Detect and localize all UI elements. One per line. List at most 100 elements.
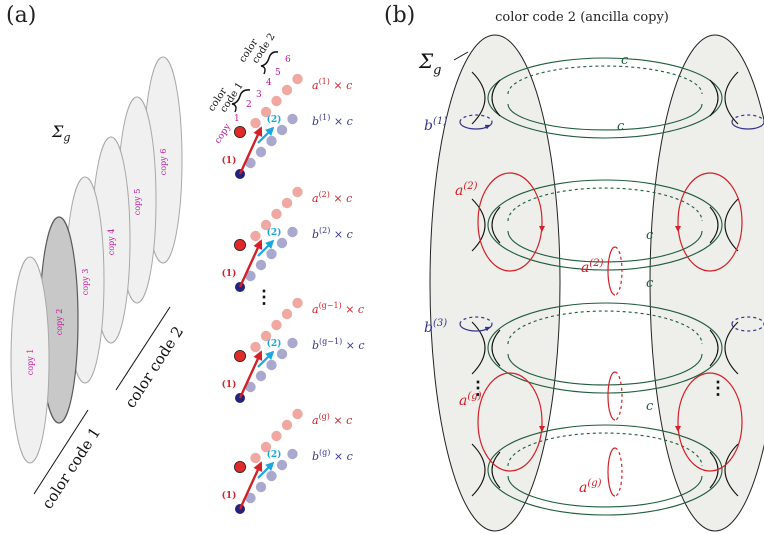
mid-meridian-back bbox=[614, 371, 623, 421]
panel-b-title: color code 2 (ancilla copy) bbox=[495, 10, 669, 25]
lattice-site-lavender bbox=[287, 226, 298, 238]
copy-6-label: copy 6 bbox=[159, 149, 168, 176]
tube-4-front bbox=[507, 475, 703, 508]
c-label-3: c bbox=[646, 228, 654, 243]
lattice-site-pink bbox=[260, 219, 272, 231]
lattice-site-lavender bbox=[255, 146, 267, 158]
lattice-site-lavender bbox=[266, 135, 277, 147]
a2-meridian-label: a(2) bbox=[581, 258, 604, 276]
tube-4-top bbox=[487, 424, 723, 471]
color-code-1-label: color code 1 bbox=[38, 424, 104, 512]
left-dots: ⋮ bbox=[469, 378, 487, 399]
color-code-2-bracket bbox=[115, 306, 171, 391]
lattice-site-lavender bbox=[287, 113, 298, 125]
handle-tubes bbox=[471, 57, 739, 516]
b1-right-back bbox=[731, 114, 764, 123]
lattice-rows: (1)(2)a(1) × cb(1) × c(1)(2)a(2) × cb(2)… bbox=[222, 73, 365, 514]
lattice-site-lavender bbox=[245, 157, 256, 169]
a2-meridian-back bbox=[614, 246, 623, 296]
lattice-row-1: (1)(2)a(1) × cb(1) × c bbox=[222, 73, 353, 179]
a2-loop-right bbox=[677, 172, 743, 272]
left-surface bbox=[429, 34, 561, 532]
tube-4-back bbox=[507, 432, 703, 467]
lattice-dots: ⋮ bbox=[255, 287, 273, 308]
copy-3-label: copy 3 bbox=[81, 269, 90, 296]
b1-loop-arrow bbox=[483, 124, 491, 130]
arrow-2 bbox=[257, 350, 275, 368]
b3-loop-arrow bbox=[483, 326, 491, 332]
lattice-site-lavender bbox=[287, 337, 298, 349]
c-label-2: c bbox=[617, 119, 625, 134]
tube-2-bottom bbox=[487, 224, 723, 271]
ag-meridian-back bbox=[614, 447, 623, 497]
hole-left-4-a bbox=[471, 443, 486, 497]
a2-loop-left bbox=[477, 172, 543, 272]
lattice-site-pink bbox=[271, 208, 282, 220]
arrow-1 bbox=[238, 126, 263, 175]
copy-4-label: copy 4 bbox=[107, 229, 116, 256]
arrow-1 bbox=[238, 239, 263, 288]
arrow-2 bbox=[257, 126, 275, 144]
lattice-site-pink bbox=[281, 308, 293, 320]
tube-1-top bbox=[487, 57, 723, 99]
red-site bbox=[233, 349, 246, 362]
lattice-site-lavender bbox=[245, 492, 256, 504]
legend-brace-1 bbox=[231, 89, 251, 113]
tube-2-front bbox=[507, 230, 703, 263]
a2-surface-label: a(2) bbox=[455, 181, 478, 199]
hole-right-3-b bbox=[709, 329, 719, 367]
lattice-site-pink bbox=[260, 441, 272, 453]
lattice-site-pink bbox=[250, 117, 261, 129]
lattice-site-lavender bbox=[287, 448, 298, 460]
row-b-label: b(1) × c bbox=[312, 113, 353, 128]
a2-meridian-front bbox=[607, 246, 616, 296]
arrow-1-label: (1) bbox=[222, 155, 237, 166]
arrow-2-label: (2) bbox=[267, 114, 282, 125]
hole-right-1-b bbox=[709, 79, 719, 117]
legend-num-4: 4 bbox=[266, 78, 272, 88]
lattice-site-lavender bbox=[266, 248, 277, 260]
lattice-site-lavender bbox=[245, 270, 256, 282]
lattice-site-lavender bbox=[276, 124, 288, 136]
color-code-1-bracket bbox=[33, 409, 89, 495]
lattice-site-pink bbox=[281, 197, 293, 209]
lattice-site-pink bbox=[260, 330, 272, 342]
lattice-site-pink bbox=[292, 408, 303, 420]
arrow-1-label: (1) bbox=[222, 268, 237, 279]
ag-surface-label: a(g) bbox=[459, 391, 482, 409]
row-b-label: b(g−1) × c bbox=[312, 337, 365, 352]
lattice-site-lavender bbox=[276, 348, 288, 360]
hole-left-2-a bbox=[471, 198, 486, 252]
tube-4-bottom bbox=[487, 469, 723, 516]
arrow-1-label: (1) bbox=[222, 490, 237, 501]
tube-2-back bbox=[507, 187, 703, 222]
arrow-2 bbox=[257, 239, 275, 257]
lattice-site-pink bbox=[292, 73, 303, 85]
a-loops bbox=[477, 172, 743, 472]
copy-2-label: copy 2 bbox=[55, 309, 64, 336]
lattice-site-pink bbox=[292, 186, 303, 198]
b1-loop-back bbox=[459, 114, 493, 123]
lattice-row-3: (1)(2)a(g−1) × cb(g−1) × c bbox=[222, 297, 365, 403]
lattice-site-lavender bbox=[266, 470, 277, 482]
right-surface bbox=[649, 34, 764, 532]
tube-3-front bbox=[507, 353, 703, 386]
lattice-site-lavender bbox=[276, 459, 288, 471]
ag-loop-left bbox=[477, 372, 543, 472]
hole-right-1-a bbox=[724, 71, 739, 125]
lattice-site-pink bbox=[260, 106, 272, 118]
hole-left-3-b bbox=[491, 329, 501, 367]
tube-3-back bbox=[507, 310, 703, 345]
sigma-g-label-a: Σg bbox=[51, 122, 70, 144]
lattice-site-pink bbox=[250, 452, 261, 464]
red-site bbox=[233, 238, 246, 251]
sigma-g-label-b: Σg bbox=[418, 49, 441, 78]
arrow-1-label: (1) bbox=[222, 379, 237, 390]
b3-loop-back bbox=[459, 316, 493, 325]
c-label-5: c bbox=[646, 399, 654, 414]
hole-left-2-b bbox=[491, 206, 501, 244]
surface-copies bbox=[10, 56, 183, 464]
panel-b: (b) color code 2 (ancilla copy) Σg bbox=[384, 3, 764, 532]
row-b-label: b(g) × c bbox=[312, 448, 353, 463]
